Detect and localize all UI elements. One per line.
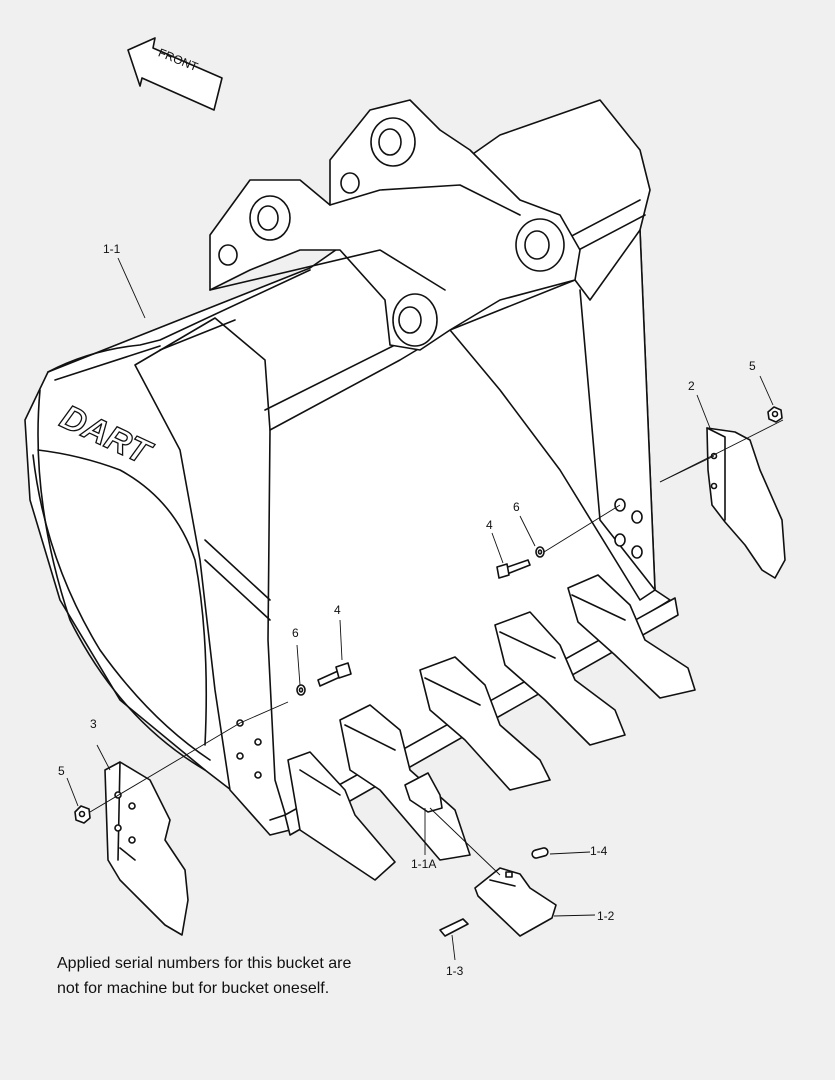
side-cutter-right (706, 427, 786, 579)
tooth-4 (494, 611, 626, 746)
tooth-5 (567, 574, 696, 699)
callout-5-left: 5 (58, 764, 65, 778)
lock-pin-exploded (439, 918, 469, 937)
bolt-right (496, 559, 531, 579)
tooth-1 (287, 751, 396, 881)
front-arrow: FRONT (127, 37, 223, 111)
pin-exploded (531, 847, 549, 859)
adapter-1-1a (404, 772, 443, 813)
bolt-holes-left (236, 719, 262, 779)
callout-6-right: 6 (513, 500, 520, 514)
bolt-left (317, 662, 352, 687)
note-line-1: Applied serial numbers for this bucket a… (57, 955, 352, 972)
callout-5-right: 5 (749, 359, 756, 373)
callout-1-4: 1-4 (590, 844, 608, 858)
callout-1-3: 1-3 (446, 964, 464, 978)
pin-boss-upper-left (249, 195, 291, 241)
nut-left (74, 805, 91, 824)
note-line-2: not for machine but for bucket oneself. (57, 980, 330, 997)
callout-3: 3 (90, 717, 97, 731)
callout-1-1: 1-1 (103, 242, 121, 256)
tooth-point-exploded (474, 867, 557, 937)
leader-lines (66, 257, 784, 961)
washer-left (296, 684, 306, 696)
callout-1-2: 1-2 (597, 909, 615, 923)
callout-4-left: 4 (334, 603, 341, 617)
washer-right (535, 546, 545, 558)
callout-2: 2 (688, 379, 695, 393)
tooth-2 (339, 704, 471, 861)
serial-number-note: Applied serial numbers for this bucket a… (57, 951, 417, 1001)
teeth-row (287, 574, 696, 881)
pin-boss-lower-left (392, 293, 438, 347)
callout-1-1a: 1-1A (411, 857, 436, 871)
side-cutter-left (104, 761, 189, 936)
callout-6-left: 6 (292, 626, 299, 640)
nut-right (767, 406, 783, 423)
pin-boss-lower-right (515, 218, 565, 272)
mounting-brackets (209, 99, 581, 351)
tooth-3 (419, 656, 551, 791)
callout-4-right: 4 (486, 518, 493, 532)
callout-labels: 1-1 2 5 4 6 4 6 3 5 1-1A 1-4 1-2 1-3 (58, 242, 756, 978)
pin-boss-upper-right (370, 117, 416, 167)
